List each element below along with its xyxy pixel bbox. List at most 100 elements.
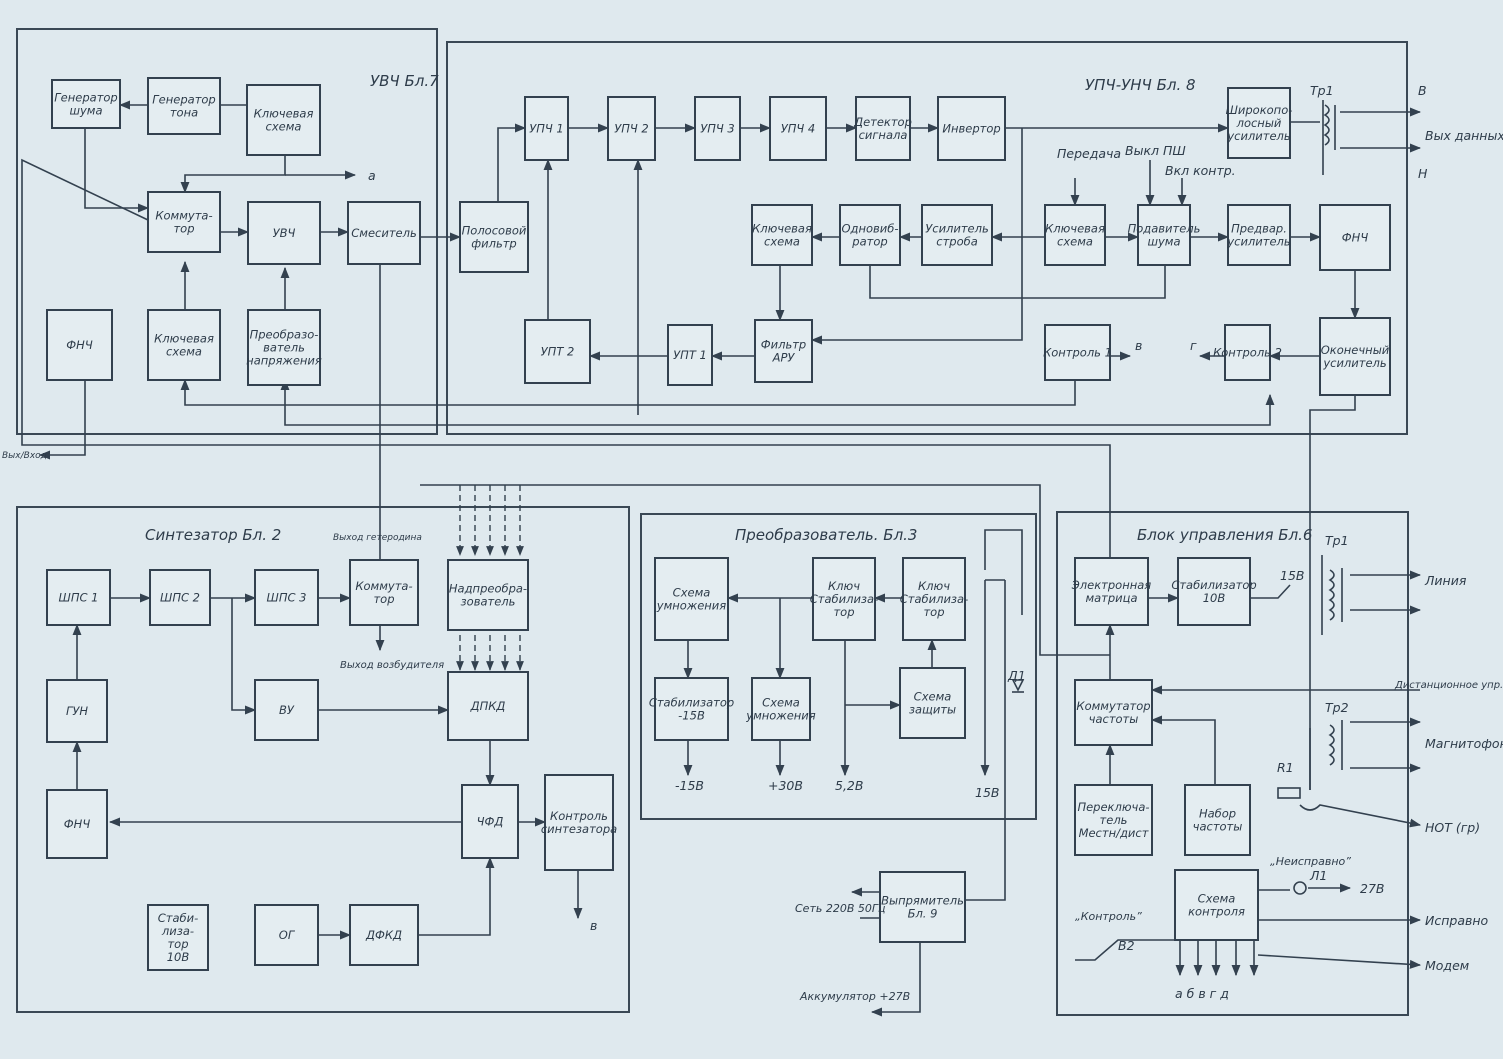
block-box: [921, 204, 993, 266]
block-label: Контроль 2: [1213, 346, 1282, 360]
block-box: [751, 677, 811, 741]
block-box: [812, 557, 876, 641]
block-box: [349, 904, 419, 966]
block-box: [349, 559, 419, 626]
block-box: [1319, 317, 1391, 396]
block-label: УПЧ 3: [700, 122, 735, 136]
block-label: Генератор: [54, 91, 117, 105]
label-vyhod-vozb: Выход возбудителя: [340, 659, 444, 671]
block-box: [1174, 869, 1259, 941]
section-uvch-title: УВЧ Бл.7: [370, 72, 439, 90]
block-box: [147, 309, 221, 381]
label-vkl-kontr: Вкл контр.: [1165, 163, 1236, 178]
block-label: Ключ: [828, 579, 860, 593]
block-label: лиза-: [161, 924, 194, 938]
label-peredacha: Передача: [1057, 146, 1121, 161]
label-g: г: [1190, 338, 1197, 353]
label-tr1-lower: Тр1: [1325, 533, 1349, 548]
block-label: фильтр: [471, 237, 516, 251]
block-box: [769, 96, 827, 161]
block-label: усилитель: [1322, 356, 1386, 370]
label-v-30: +30В: [768, 778, 803, 793]
block-box: [899, 667, 966, 739]
block-label: шума: [1147, 235, 1180, 249]
block-label: АРУ: [772, 351, 796, 365]
block-label: Предвар.: [1231, 222, 1287, 236]
block-label: Ключевая: [1045, 222, 1105, 236]
label-tr1-upper: Тр1: [1310, 83, 1334, 98]
block-box: [1137, 204, 1191, 266]
label-modem: Модем: [1425, 958, 1469, 973]
block-label: тор: [923, 605, 944, 619]
block-label: Стабилизатор: [1171, 578, 1256, 592]
label-v-15b: 15В: [975, 785, 999, 800]
block-label: Смеситель: [351, 226, 416, 240]
block-label: Местн/дист: [1079, 826, 1149, 840]
block-label: Детектор: [853, 115, 912, 129]
block-upch4: УПЧ 4: [769, 96, 827, 161]
block-label: ШПС 2: [160, 591, 200, 605]
block-shps2: ШПС 2: [149, 569, 211, 626]
block-label: Электронная: [1071, 578, 1152, 592]
block-label: сигнала: [859, 128, 908, 142]
block-label: ЧФД: [477, 815, 504, 829]
label-ispravno: Исправно: [1425, 913, 1489, 928]
block-label: ФНЧ: [66, 338, 93, 352]
block-label: -15В: [678, 709, 705, 723]
label-vyhod-geter: Выход гетеродина: [333, 533, 422, 543]
block-label: Инвертор: [942, 122, 1000, 136]
block-label: Схема: [1198, 892, 1236, 906]
block-box: [447, 559, 529, 631]
block-label: Коммута-: [155, 209, 212, 223]
label-vykl-psh: Выкл ПШ: [1125, 143, 1186, 158]
block-label: Ключ: [918, 579, 950, 593]
block-box: [51, 79, 121, 129]
block-stab15: Стабилизатор-15В: [649, 677, 734, 741]
block-label: контроля: [1188, 905, 1245, 919]
label-d1: Д1: [1007, 668, 1026, 683]
block-label: УПТ 1: [673, 348, 707, 362]
label-out-data: Вых данных: [1425, 128, 1503, 143]
block-label: УПЧ 1: [529, 122, 564, 136]
block-label: тор: [373, 592, 394, 606]
block-label: схема: [1057, 235, 1093, 249]
label-tr2: Тр2: [1325, 700, 1349, 715]
block-label: Фильтр: [761, 338, 807, 352]
block-box: [667, 324, 713, 386]
label-v-15: -15В: [675, 778, 704, 793]
block-label: Схема: [762, 696, 800, 710]
block-ctrl2: Контроль 2: [1213, 324, 1282, 381]
block-label: УПЧ 4: [781, 122, 816, 136]
block-label: матрица: [1085, 591, 1137, 605]
section-ctrl-title: Блок управления Бл.6: [1137, 526, 1312, 544]
block-fnch3: ФНЧ: [46, 789, 108, 859]
block-chfd: ЧФД: [461, 784, 519, 859]
block-shps3: ШПС 3: [254, 569, 319, 626]
label-kontrol: „Контроль”: [1075, 910, 1142, 923]
block-box: [1044, 204, 1106, 266]
label-H: Н: [1418, 166, 1428, 181]
block-fnch2: ФНЧ: [1319, 204, 1391, 271]
block-box: [447, 671, 529, 741]
block-box: [607, 96, 656, 161]
block-label: частоты: [1193, 820, 1243, 834]
block-box: [46, 679, 108, 743]
block-label: ВУ: [279, 703, 295, 717]
block-label: строба: [936, 235, 978, 249]
block-label: усилитель: [1226, 129, 1290, 143]
block-label: Схема: [914, 690, 952, 704]
label-not: НОТ (гр): [1425, 820, 1480, 835]
block-label: умножения: [656, 599, 726, 613]
block-box: [1227, 204, 1291, 266]
